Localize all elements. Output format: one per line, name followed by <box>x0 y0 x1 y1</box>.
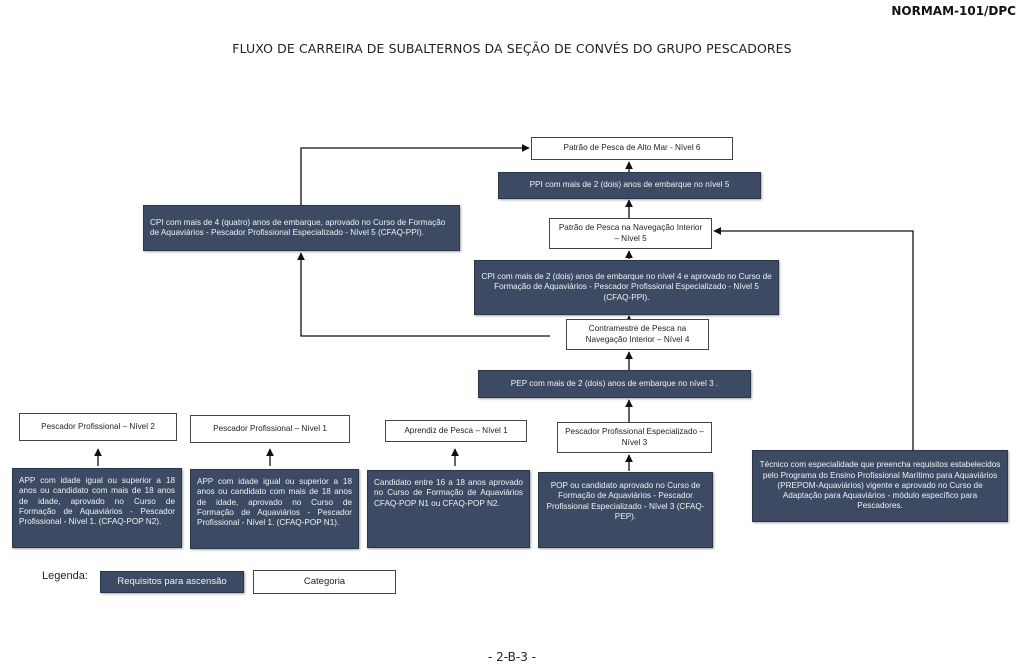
category-label: Pescador Profissional – Nível 2 <box>41 421 155 431</box>
requirement-app: APP com idade igual ou superior a 18 ano… <box>12 468 182 548</box>
requirement-cpi-nivel4: CPI com mais de 2 (dois) anos de embarqu… <box>474 260 779 315</box>
arrow-tecnico-to-patrao-interior <box>713 227 914 450</box>
category-patrao-alto-mar: Patrão de Pesca de Alto Mar - Nível 6 <box>531 137 733 160</box>
requirement-tecnico: Técnico com especialidade que preencha r… <box>752 450 1008 522</box>
category-pescador-nivel2: Pescador Profissional – Nível 2 <box>19 413 177 441</box>
requirement-ppi: PPI com mais de 2 (dois) anos de embarqu… <box>498 172 761 199</box>
arrow-contramestre-to-cpi-4anos <box>297 252 550 337</box>
legend-requirement-text: Requisitos para ascensão <box>117 576 227 588</box>
category-label: Contramestre de Pesca na Navegação Inter… <box>585 324 690 344</box>
requirement-text: Candidato entre 16 a 18 anos aprovado no… <box>374 478 523 508</box>
requirement-pop: POP ou candidato aprovado no Curso de Fo… <box>538 472 713 548</box>
arrow-cpi-4anos-to-patrao-alto-mar <box>300 144 530 205</box>
requirement-app-n1: APP com idade igual ou superior a 18 ano… <box>190 469 359 549</box>
legend-category: Categoria <box>253 570 396 594</box>
requirement-text: CPI com mais de 2 (dois) anos de embarqu… <box>481 272 772 302</box>
category-label: Aprendiz de Pesca – Nível 1 <box>404 425 508 435</box>
requirement-pep: PEP com mais de 2 (dois) anos de embarqu… <box>478 370 751 398</box>
requirement-candidato: Candidato entre 16 a 18 anos aprovado no… <box>367 470 530 548</box>
category-pescador-nivel1: Pescador Profissional – Nível 1 <box>190 415 350 443</box>
legend-label: Legenda: <box>42 570 88 582</box>
category-patrao-navegacao-interior: Patrão de Pesca na Navegação Interior – … <box>549 218 712 249</box>
requirement-text: APP com idade igual ou superior a 18 ano… <box>197 477 352 527</box>
document-code: NORMAM-101/DPC <box>891 4 1016 18</box>
requirement-text: APP com idade igual ou superior a 18 ano… <box>19 476 175 526</box>
requirement-text: PEP com mais de 2 (dois) anos de embarqu… <box>510 378 719 388</box>
category-label: Patrão de Pesca na Navegação Interior – … <box>558 223 703 243</box>
category-pescador-especializado: Pescador Profissional Especializado – Ní… <box>557 422 712 453</box>
requirement-text: POP ou candidato aprovado no Curso de Fo… <box>546 481 705 521</box>
category-aprendiz: Aprendiz de Pesca – Nível 1 <box>385 420 527 442</box>
requirement-text: CPI com mais de 4 (quatro) anos de embar… <box>150 217 446 237</box>
category-contramestre: Contramestre de Pesca na Navegação Inter… <box>566 319 709 350</box>
legend-requirement: Requisitos para ascensão <box>100 571 244 593</box>
page-title: FLUXO DE CARREIRA DE SUBALTERNOS DA SEÇÃ… <box>232 41 792 56</box>
category-label: Patrão de Pesca de Alto Mar - Nível 6 <box>563 143 701 153</box>
category-label: Pescador Profissional – Nível 1 <box>213 423 327 433</box>
requirement-text: PPI com mais de 2 (dois) anos de embarqu… <box>529 180 730 190</box>
category-label: Pescador Profissional Especializado – Ní… <box>565 427 704 447</box>
requirement-text: Técnico com especialidade que preencha r… <box>759 460 1001 511</box>
requirement-cpi-4anos: CPI com mais de 4 (quatro) anos de embar… <box>143 205 460 251</box>
page-number: - 2-B-3 - <box>487 650 537 664</box>
legend-category-text: Categoria <box>303 576 346 588</box>
